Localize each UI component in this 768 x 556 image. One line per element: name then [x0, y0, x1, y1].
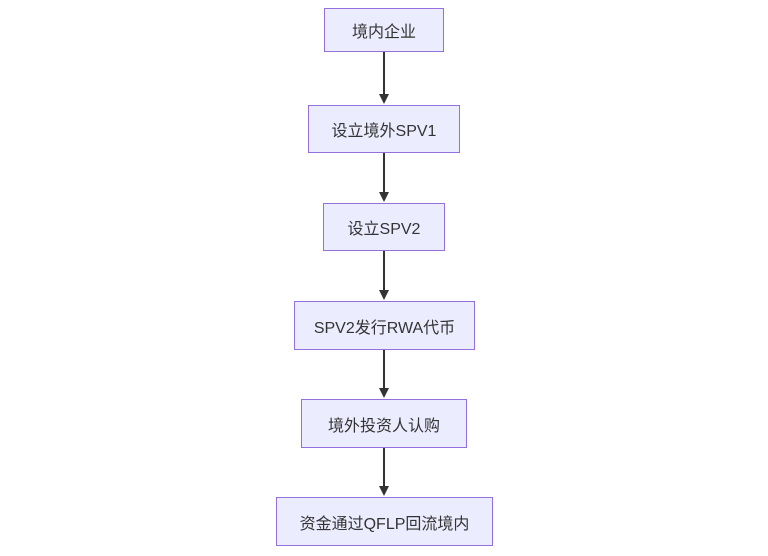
- flowchart-node-overseas-investor-subscription: 境外投资人认购: [301, 399, 467, 448]
- flowchart-node-setup-spv2: 设立SPV2: [323, 203, 445, 251]
- edge-line: [383, 350, 385, 388]
- flowchart-edge-b-c: [378, 153, 390, 202]
- edge-line: [383, 448, 385, 486]
- flowchart-node-domestic-enterprise: 境内企业: [324, 8, 444, 52]
- arrow-down-icon: [379, 486, 389, 496]
- flowchart-edge-d-e: [378, 350, 390, 398]
- edge-line: [383, 52, 385, 94]
- flowchart-node-setup-overseas-spv1: 设立境外SPV1: [308, 105, 460, 153]
- flowchart-edge-c-d: [378, 251, 390, 300]
- arrow-down-icon: [379, 192, 389, 202]
- edge-line: [383, 153, 385, 192]
- arrow-down-icon: [379, 388, 389, 398]
- edge-line: [383, 251, 385, 290]
- arrow-down-icon: [379, 290, 389, 300]
- flowchart-edge-e-f: [378, 448, 390, 496]
- arrow-down-icon: [379, 94, 389, 104]
- flowchart-node-funds-return-via-qflp: 资金通过QFLP回流境内: [276, 497, 493, 546]
- flowchart-edge-a-b: [378, 52, 390, 104]
- flowchart-node-spv2-issues-rwa-token: SPV2发行RWA代币: [294, 301, 475, 350]
